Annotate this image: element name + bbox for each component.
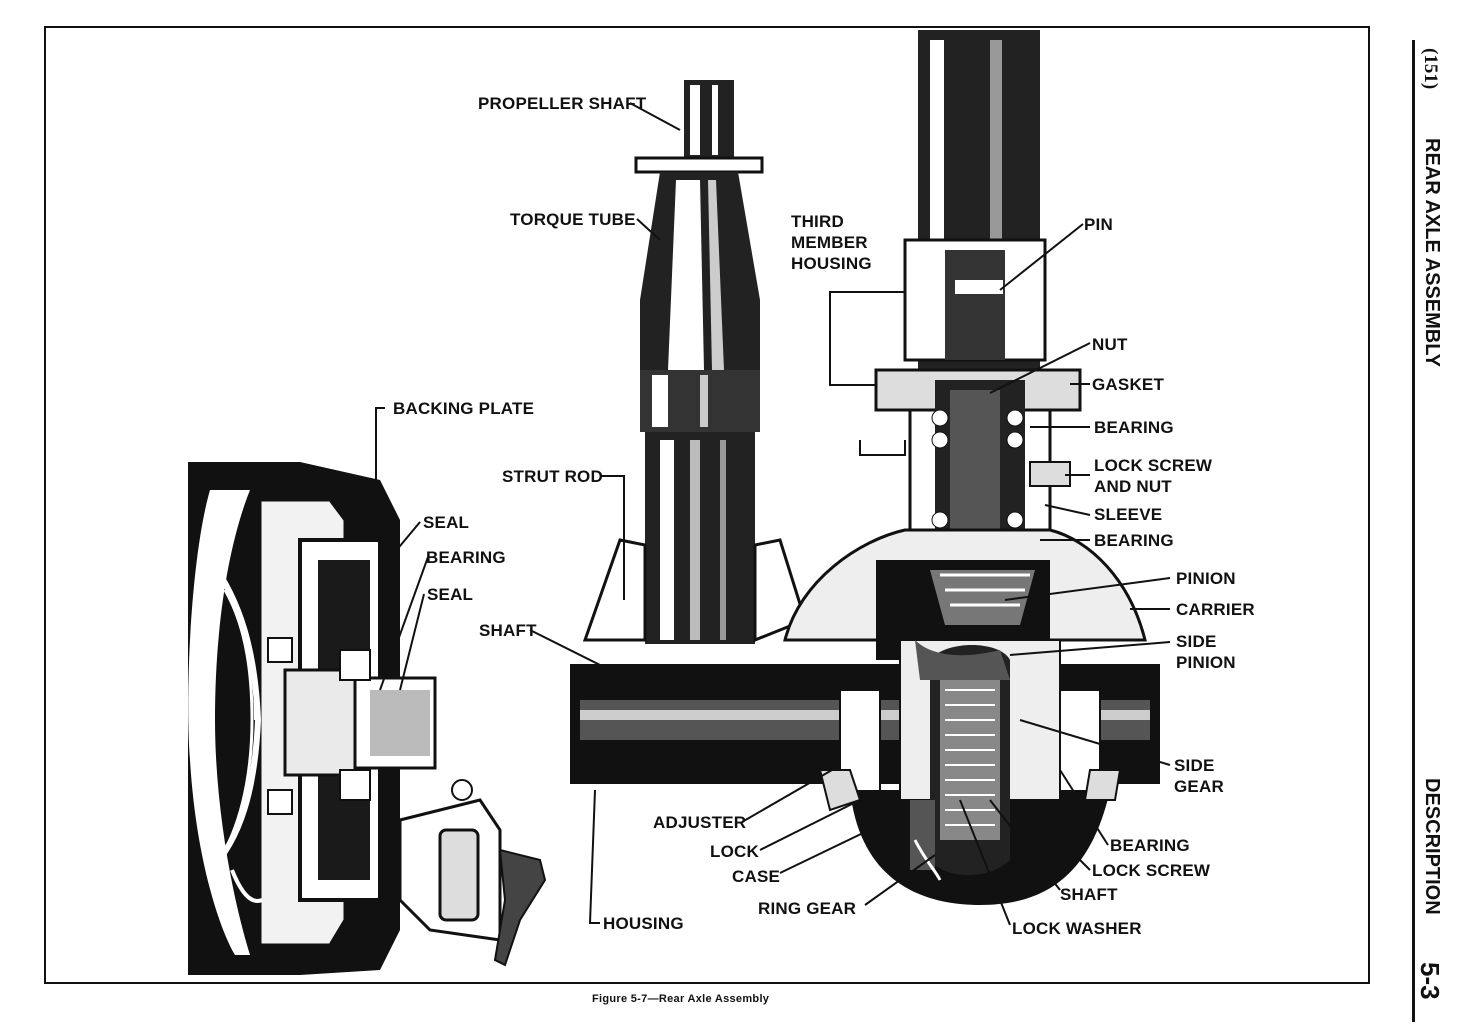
label-lock-washer: LOCK WASHER [1012,919,1142,938]
torque-tube-assembly [582,80,807,644]
label-strut-rod: STRUT ROD [502,467,603,486]
label-third-member-2: MEMBER [791,233,868,252]
label-propeller-shaft: PROPELLER SHAFT [478,94,647,113]
margin-rule [1412,40,1415,1022]
label-sleeve: SLEEVE [1094,505,1163,524]
label-side-gear-1: SIDE [1174,756,1215,775]
figure-caption: Figure 5-7—Rear Axle Assembly [592,993,770,1005]
third-member-housing [783,30,1147,660]
label-gasket: GASKET [1092,375,1165,394]
subsection-title: DESCRIPTION [1421,778,1443,915]
axle-housing-differential [570,639,1160,905]
label-seal-1: SEAL [423,513,470,532]
label-lock: LOCK [710,842,759,861]
label-adjuster: ADJUSTER [653,813,747,832]
label-shaft-axle: SHAFT [479,621,537,640]
label-pin: PIN [1084,215,1113,234]
page-code: 5-3 [1415,962,1445,1000]
label-bearing-top: BEARING [1094,418,1174,437]
label-third-member-1: THIRD [791,212,844,231]
label-backing-plate: BACKING PLATE [393,399,535,418]
label-case: CASE [732,867,781,886]
label-ring-gear: RING GEAR [758,899,857,918]
label-side-pinion-1: SIDE [1176,632,1217,651]
label-shaft-diff: SHAFT [1060,885,1118,904]
label-side-gear-2: GEAR [1174,777,1224,796]
label-carrier: CARRIER [1176,600,1255,619]
label-pinion: PINION [1176,569,1236,588]
label-lock-screw-and-nut-1: LOCK SCREW [1094,456,1213,475]
label-side-pinion-2: PINION [1176,653,1236,672]
leader-lines [375,102,1171,926]
page-number: (151) [1420,48,1441,90]
label-seal-2: SEAL [427,585,474,604]
label-third-member-3: HOUSING [791,254,872,273]
label-torque-tube: TORQUE TUBE [510,210,636,229]
label-lock-screw: LOCK SCREW [1092,861,1211,880]
wheel-brake-assembly [188,462,547,975]
section-title: REAR AXLE ASSEMBLY [1421,138,1443,367]
label-nut: NUT [1092,335,1128,354]
figure-frame [44,26,1370,984]
label-bearing-wheel: BEARING [426,548,506,567]
label-lock-screw-and-nut-2: AND NUT [1094,477,1172,496]
label-bearing-diff: BEARING [1110,836,1190,855]
label-housing: HOUSING [603,914,684,933]
label-bearing-pinion: BEARING [1094,531,1174,550]
